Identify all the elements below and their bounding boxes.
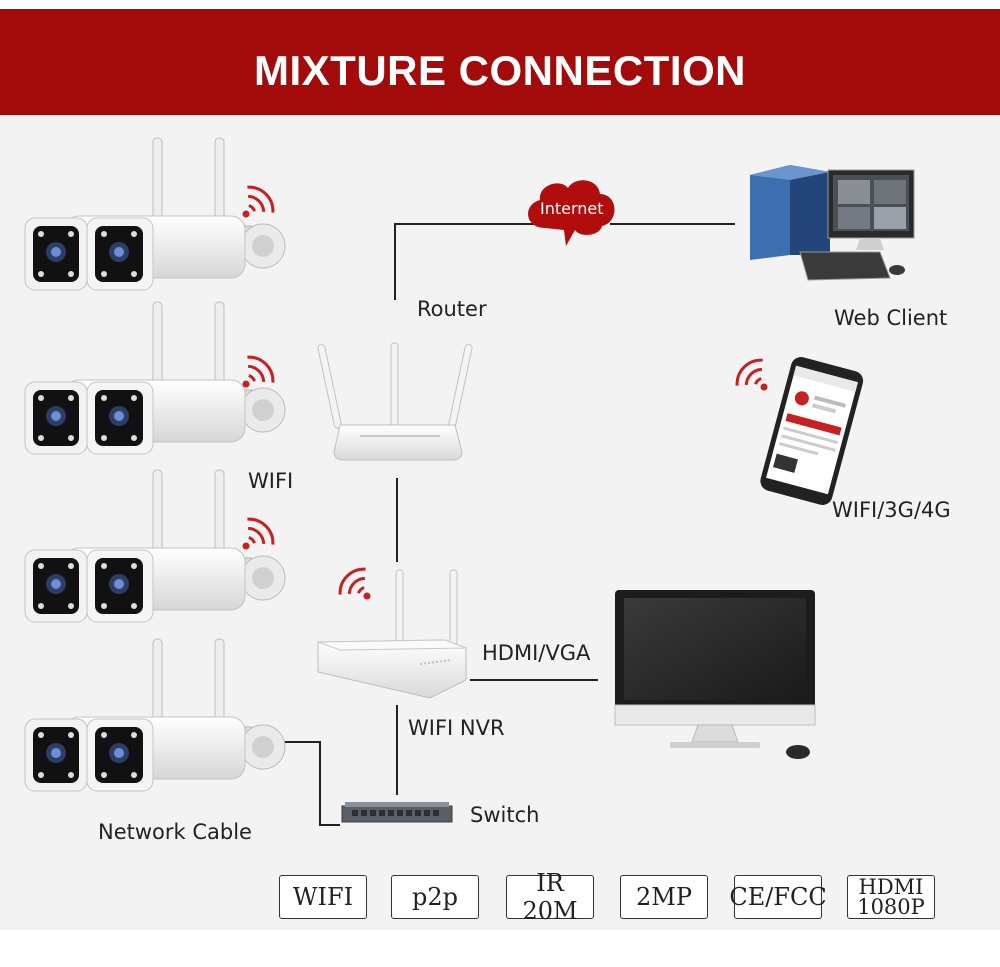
badge-hdmi-line1: HDMI — [858, 875, 924, 899]
monitor-icon — [614, 590, 816, 759]
smartphone-icon — [760, 356, 864, 505]
wifi-signal-icon — [729, 352, 781, 404]
badge-resolution: 2MP — [620, 875, 708, 919]
camera-2 — [24, 301, 286, 455]
wifi-label: WIFI — [248, 469, 294, 493]
badge-ir: IR 20M — [506, 869, 594, 925]
badge-wifi: WIFI — [279, 875, 367, 919]
wifi-signal-icon — [332, 561, 384, 613]
badge-certification: CE/FCC — [729, 875, 827, 919]
connection-lines — [270, 223, 735, 826]
badge-hdmi: HDMI 1080P — [847, 875, 935, 919]
wifi-nvr-label: WIFI NVR — [408, 716, 505, 740]
page-title: MIXTURE CONNECTION — [254, 47, 746, 94]
badge-hdmi-line2: 1080P — [857, 895, 925, 919]
camera-4 — [24, 638, 286, 792]
mobile-label: WIFI/3G/4G — [832, 498, 951, 522]
network-switch-icon — [341, 802, 453, 823]
badge-p2p: p2p — [391, 875, 479, 919]
internet-label: Internet — [540, 199, 604, 218]
internet-cloud-icon — [528, 180, 615, 246]
network-cable-line — [270, 741, 340, 826]
header-banner: MIXTURE CONNECTION — [0, 9, 1000, 115]
network-cable-label: Network Cable — [98, 820, 252, 844]
hdmi-vga-label: HDMI/VGA — [482, 641, 591, 665]
wifi-nvr-icon — [317, 569, 467, 699]
router-internet-line — [394, 223, 535, 300]
router-icon — [317, 342, 473, 461]
web-client-computer-icon — [750, 165, 915, 281]
router-label: Router — [417, 297, 487, 321]
web-client-label: Web Client — [834, 306, 948, 330]
switch-label: Switch — [470, 803, 540, 827]
